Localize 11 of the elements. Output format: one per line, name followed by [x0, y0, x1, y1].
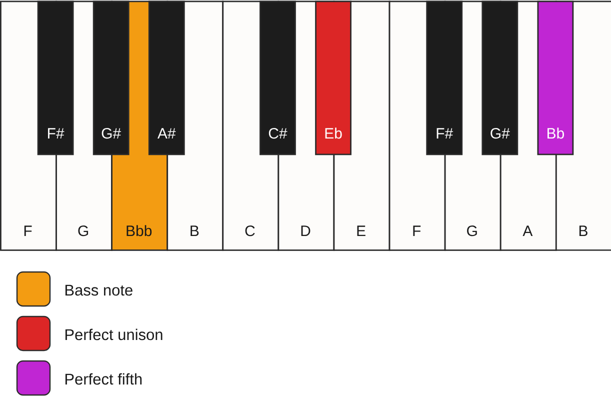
legend-label: Bass note [65, 284, 132, 296]
accidental-key: A# [148, 0, 185, 156]
accidental-key: F# [426, 0, 463, 156]
accidental-key: Bb [537, 0, 574, 156]
legend-label: Perfect fifth [65, 373, 142, 385]
accidental-key: G# [92, 0, 130, 156]
accidental-key: Eb [315, 0, 352, 156]
accidental-key: C# [260, 0, 296, 156]
accidental-key: F# [37, 0, 74, 156]
accidental-key: G# [482, 0, 518, 156]
legend-label: Perfect unison [65, 328, 162, 340]
